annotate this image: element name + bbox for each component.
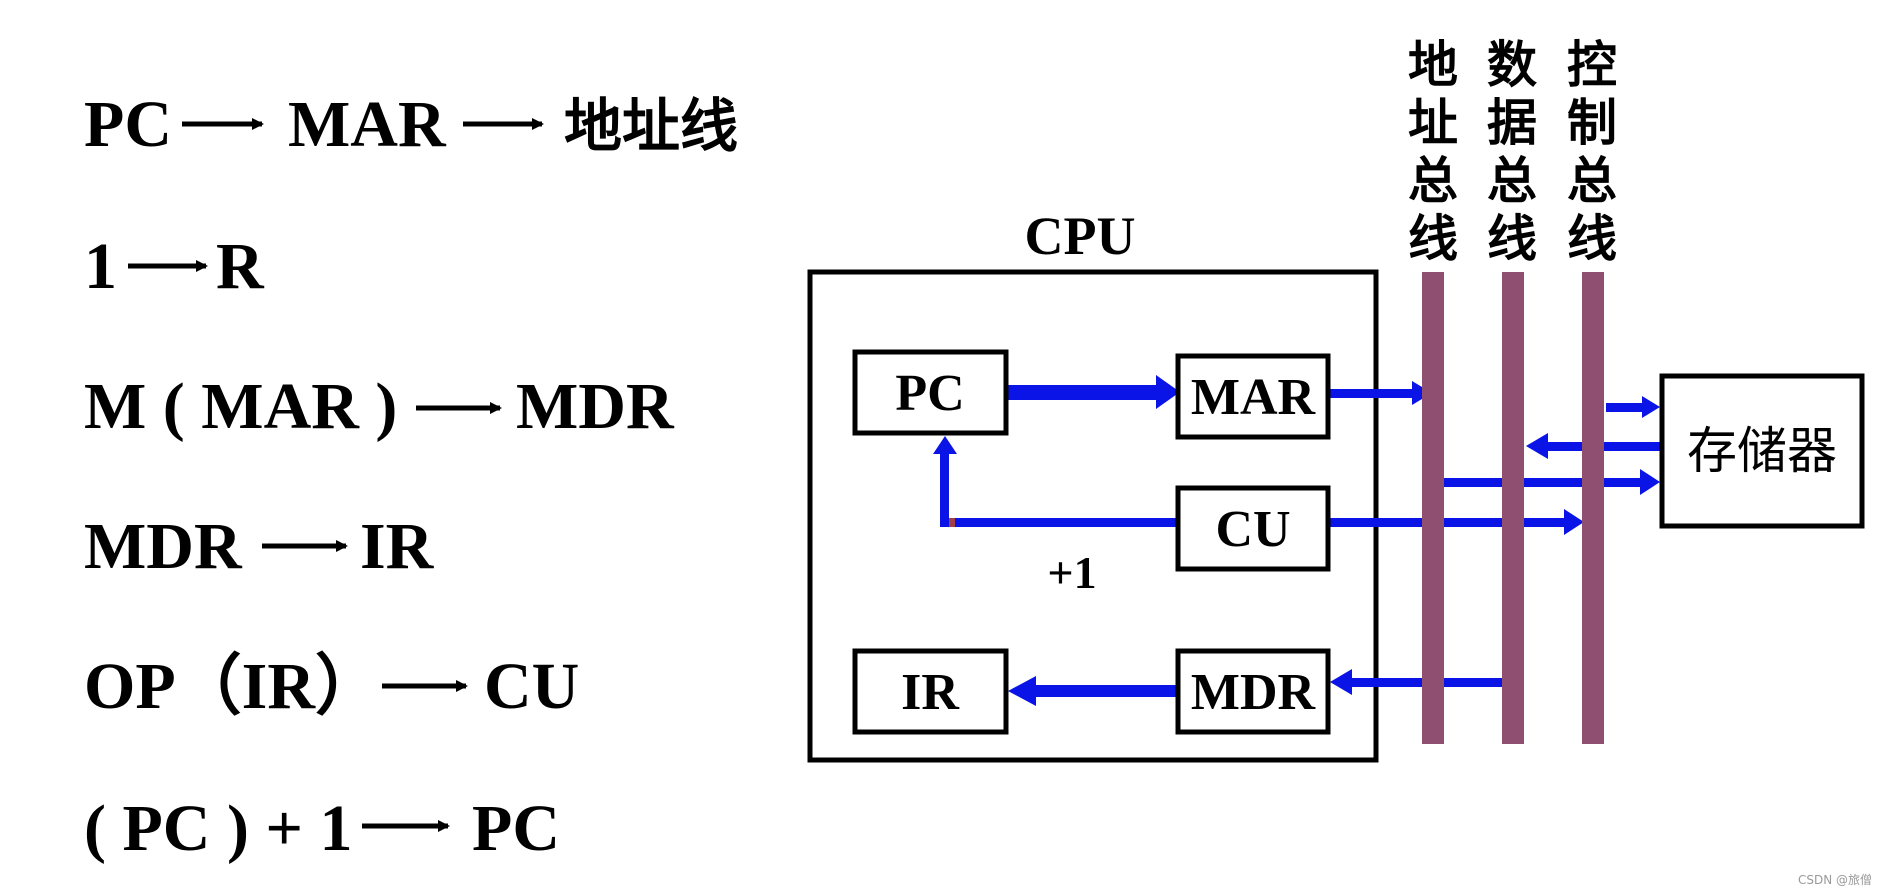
step-3: M ( MAR ) MDR [84,370,675,443]
address-bus-char: 地 [1408,36,1458,94]
step-6-target: PC [472,792,560,865]
memory-box [1659,373,1865,529]
pc-to-mar-shaft [1006,385,1162,400]
data-bus-char: 数 [1487,36,1537,94]
step-5-source: OP（IR） [84,649,381,723]
data-bus-bar [1502,272,1524,744]
step-4-source: MDR [84,510,243,583]
data-bus-char: 据 [1487,94,1537,152]
mdr-path-gap [1444,678,1502,687]
data-bus-char: 总 [1487,152,1537,210]
watermark: CSDN @旅僧 [1798,873,1872,887]
data-path-gap-a [1444,478,1502,487]
memory-path-gap [1604,442,1660,451]
control-bus-char: 总 [1567,152,1617,210]
ir-register-label: IR [901,664,960,721]
mar-to-address-bus-shaft [1328,389,1418,398]
address-bus-bar [1422,272,1444,744]
control-bus-to-memory-shaft [1606,403,1644,412]
step-4: MDR IR [84,510,435,583]
step-6-source: ( PC ) + 1 [84,792,353,865]
control-path-gap-b [1524,518,1564,527]
pc-register [852,349,1009,436]
control-bus-label: 控 制 总 线 [1567,36,1617,268]
data-bus-label: 数 据 总 线 [1487,36,1537,268]
pc-to-mar-head [1156,375,1180,409]
step-2-source: 1 [84,230,117,303]
step-6: ( PC ) + 1 PC [84,792,560,865]
step-1-target: MAR [288,88,447,161]
data-bus-to-memory-head [1640,469,1660,495]
cpu-title: CPU [1025,206,1136,266]
step-1-address-line: 地址线 [564,92,738,160]
pc-register-label: PC [895,365,964,422]
control-bus-char: 控 [1567,36,1617,94]
control-path-gap-a [1444,518,1502,527]
address-bus-char: 址 [1408,94,1458,152]
cu-to-control-bus-head [1564,509,1584,535]
address-bus-char: 线 [1408,210,1458,268]
address-bus-char: 总 [1408,152,1458,210]
cu-unit [1175,485,1331,572]
data-bus-char: 线 [1487,210,1537,268]
mdr-register-label: MDR [1191,664,1317,721]
step-list: PC MAR 地址线 1 R M ( MAR ) MDR MDR IR OP（I… [84,88,738,865]
address-bus-label: 地 址 总 线 [1408,36,1458,268]
step-5: OP（IR） CU [84,649,579,723]
step-2: 1 R [84,230,265,303]
control-bus-char: 线 [1567,210,1617,268]
cu-to-pc-horizontal [944,518,1176,527]
increment-label: +1 [1047,547,1096,598]
mdr-register [1175,648,1331,735]
control-bus-bar [1582,272,1604,744]
control-bus-to-memory-head [1642,396,1660,418]
data-bus-to-mdr-head [1330,669,1352,695]
mdr-to-ir-shaft [1032,685,1178,697]
memory-label: 存储器 [1687,422,1837,480]
step-3-target: MDR [516,370,675,443]
cu-unit-label: CU [1215,501,1290,558]
loop-corner-mark [949,518,955,527]
mdr-to-ir-head [1008,676,1036,706]
memory-to-data-bus-head [1526,433,1548,459]
step-1: PC MAR 地址线 [84,88,738,161]
step-3-source: M ( MAR ) [84,370,397,443]
step-1-source: PC [84,88,172,161]
step-4-target: IR [360,510,435,583]
step-2-target: R [216,230,265,303]
control-bus-char: 制 [1567,94,1617,152]
mar-register [1175,353,1331,440]
ir-register [852,648,1009,735]
mar-register-label: MAR [1191,369,1317,426]
cu-to-pc-vertical [940,450,949,527]
step-5-target: CU [484,650,579,723]
data-path-gap-b [1524,478,1582,487]
cu-to-pc-head [933,436,957,454]
